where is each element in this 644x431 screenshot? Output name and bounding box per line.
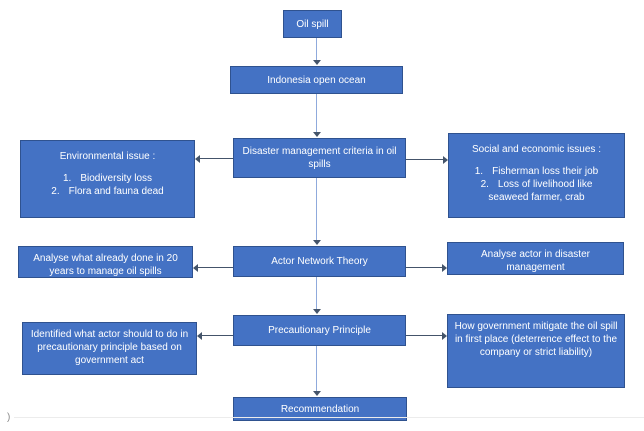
arrow-down-icon [312,38,321,65]
node-environmental-issue: Environmental issue : 1. Biodiversity los… [20,140,195,218]
list-text: Flora and fauna dead [68,186,164,197]
list-item: 2.Loss of livelihood like seaweed farmer… [467,178,607,204]
node-government-mitigation: How government mitigate the oil spill in… [447,314,625,388]
node-disaster-management-criteria: Disaster management criteria in oil spil… [233,138,406,178]
list-text: Loss of livelihood like seaweed farmer, … [488,179,593,203]
list-number: 1. [474,166,484,177]
page-edge-line [14,417,644,418]
node-heading: Social and economic issues : [472,144,601,155]
arrow-left-icon [195,154,233,163]
list-number: 2. [51,186,60,197]
node-heading: Environmental issue : [59,151,156,162]
node-label: Disaster management criteria in oil spil… [242,146,397,170]
node-label: Analyse what already done in 20 years to… [33,253,178,277]
arrow-right-icon [406,263,447,272]
list-number: 1. [62,173,72,184]
arrow-left-icon [193,263,233,272]
node-label: Precautionary Principle [268,325,371,336]
node-indonesia-open-ocean: Indonesia open ocean [230,66,403,94]
node-label: Indonesia open ocean [267,74,366,86]
node-label: Actor Network Theory [271,256,368,267]
node-social-economic-issues: Social and economic issues : 1. Fisherman… [448,133,625,218]
node-identified-actor: Identified what actor should to do in pr… [22,322,197,375]
arrow-down-icon [312,277,321,314]
node-analyse-actor: Analyse actor in disaster management [447,242,624,275]
node-label: Recommendation [280,403,360,415]
node-label: Identified what actor should to do in pr… [30,329,189,366]
list-item: 1. Biodiversity loss [63,172,152,185]
node-actor-network-theory: Actor Network Theory [233,246,406,277]
list-text: Fisherman loss their job [492,166,599,177]
node-precautionary-principle: Precautionary Principle [233,315,406,346]
arrow-right-icon [406,331,447,340]
node-label: Oil spill [296,18,329,30]
list-item: 1. Fisherman loss their job [475,165,599,178]
arrow-down-icon [312,178,321,245]
list-text: Biodiversity loss [80,173,153,184]
node-oil-spill: Oil spill [283,10,342,38]
node-analyse-history: Analyse what already done in 20 years to… [18,246,193,278]
arrow-down-icon [312,94,321,137]
footer-mark: ) [7,412,11,423]
list-number: 2. [480,179,489,190]
arrow-down-icon [312,346,321,396]
list-item: 2. Flora and fauna dead [51,185,163,198]
node-label: Analyse actor in disaster management [481,249,590,273]
arrow-right-icon [406,155,448,164]
arrow-left-icon [197,331,233,340]
node-label: How government mitigate the oil spill in… [454,321,618,358]
